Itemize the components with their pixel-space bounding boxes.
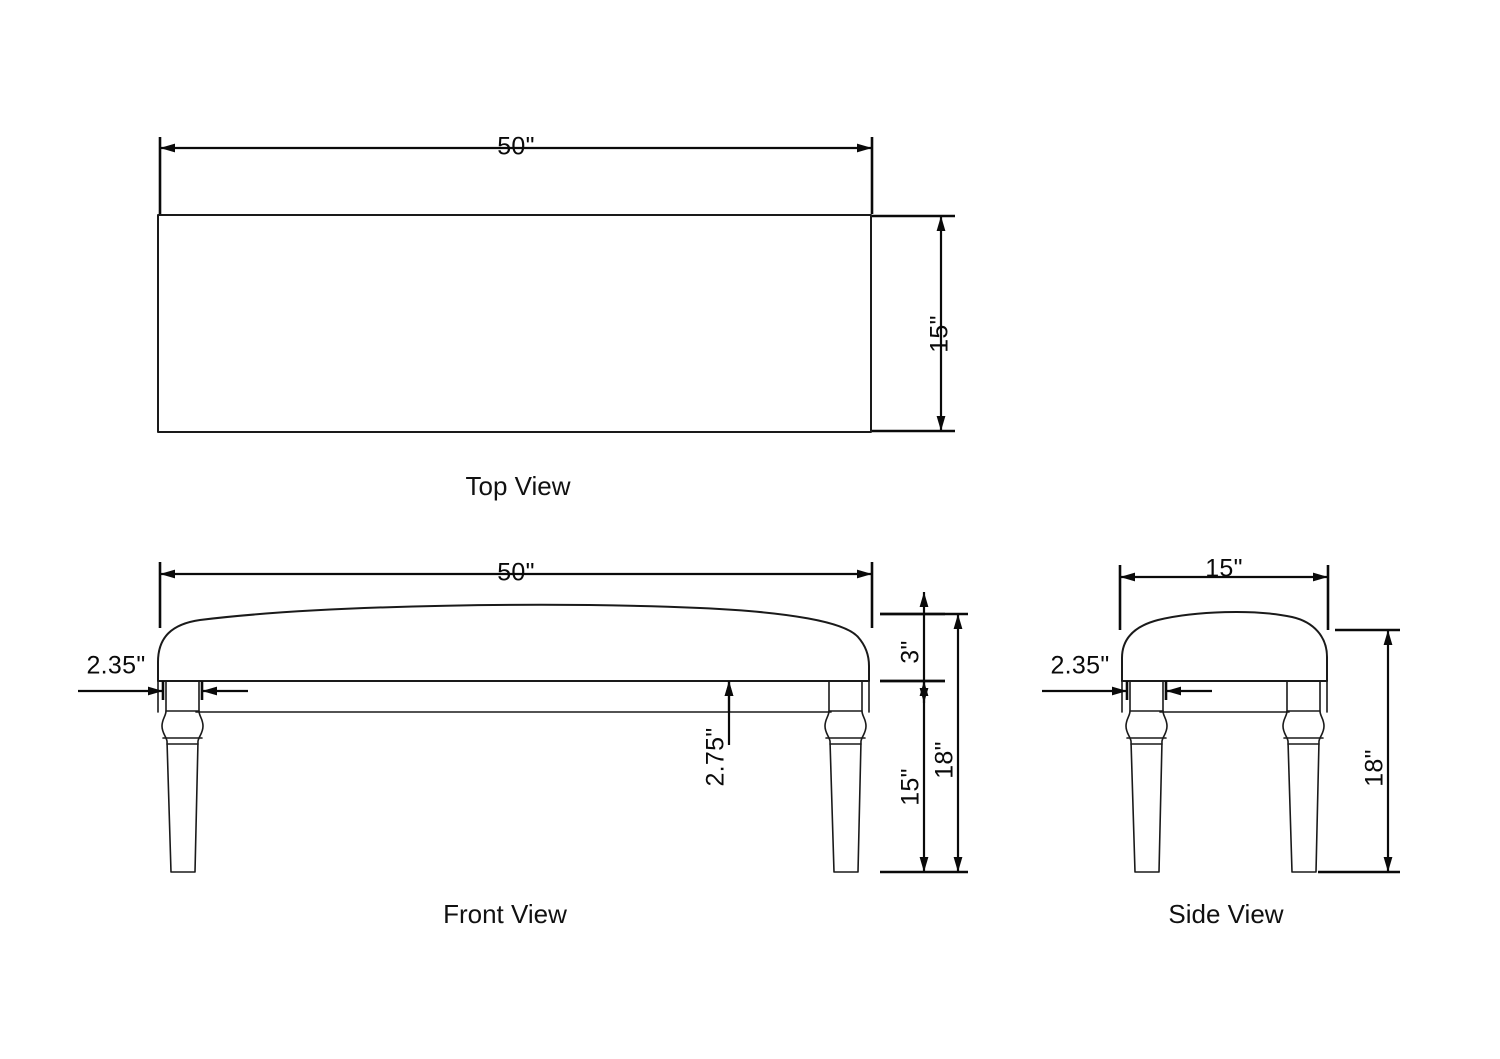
front-view-apron: [157, 680, 870, 713]
top-view-group: [157, 137, 955, 433]
front-view-leg-width-label: 2.35": [86, 652, 145, 680]
side-view-leg-left: [1125, 680, 1168, 873]
side-view-depth-label: 15": [1205, 555, 1243, 583]
front-view-leg-width-dimension: [78, 681, 248, 700]
front-view-length-label: 50": [497, 559, 535, 587]
side-view-depth-dimension: [1118, 565, 1330, 630]
side-view-leg-right: [1282, 680, 1325, 873]
front-view-total-height-label: 18": [931, 741, 959, 779]
side-view-seat-profile: [1121, 610, 1328, 682]
front-view-leg-height-label: 15": [897, 768, 925, 806]
top-view-seat-outline: [157, 214, 872, 433]
side-view-group: [1042, 565, 1400, 874]
side-view-leg-width-label: 2.35": [1050, 652, 1109, 680]
front-view-leg-left: [161, 680, 204, 873]
side-view-apron: [1121, 680, 1328, 713]
top-view-depth-label: 15": [926, 315, 954, 353]
top-view-label: Top View: [465, 471, 570, 501]
front-view-leg-height-dimension: [880, 679, 968, 874]
front-view-group: [78, 562, 968, 874]
top-view-length-label: 50": [497, 133, 535, 161]
side-view-total-height-label: 18": [1361, 749, 1389, 787]
front-view-length-dimension: [158, 562, 874, 628]
top-view-length-dimension: [158, 137, 874, 214]
side-view-total-height-dimension: [1318, 628, 1400, 874]
side-view-leg-width-dimension: [1042, 681, 1212, 700]
front-view-seat-profile: [157, 603, 870, 682]
front-view-label: Front View: [443, 899, 567, 929]
front-view-total-height-dimension: [880, 612, 968, 872]
front-view-seat-thickness-label: 3": [897, 640, 925, 663]
side-view-label: Side View: [1168, 899, 1283, 929]
front-view-apron-height-label: 2.75": [702, 727, 730, 786]
front-view-leg-right: [824, 680, 867, 873]
top-view-depth-dimension: [872, 214, 955, 433]
